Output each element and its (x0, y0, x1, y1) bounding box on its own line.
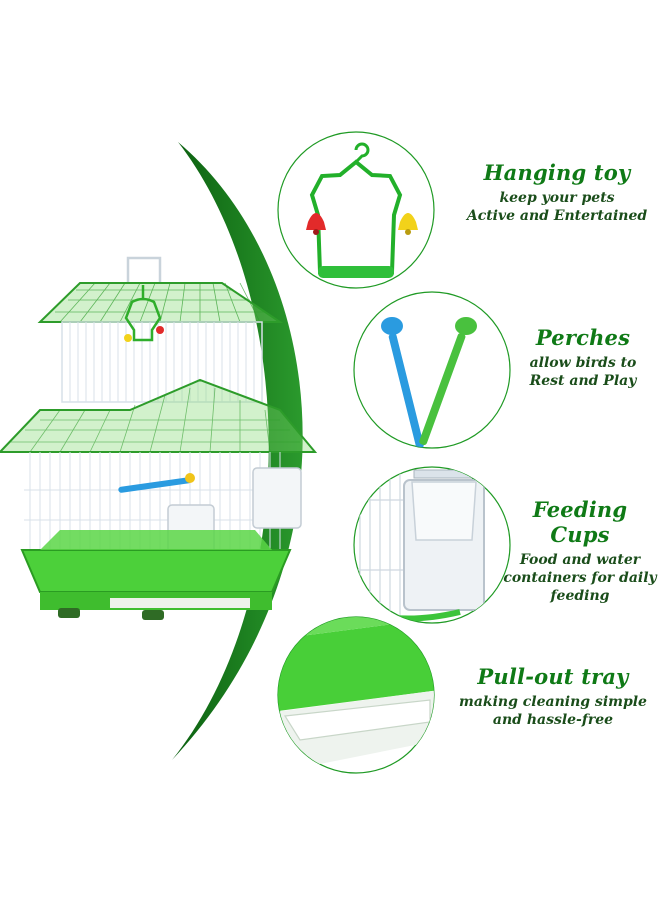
feature-title: Hanging toy (483, 160, 631, 185)
feature-description-line: and hassle-free (492, 712, 614, 728)
feeding-cups-closeup (353, 466, 511, 624)
feature-description: allow birds to Rest and Play (508, 354, 658, 390)
feature-description-line: allow birds to (529, 355, 637, 371)
feature-description: Food and water containers for daily feed… (500, 551, 660, 605)
feature-title: Feeding Cups (532, 497, 628, 547)
feature-feeding-cups: Feeding Cups Food and water containers f… (500, 497, 660, 605)
feature-description: making cleaning simple and hassle-free (448, 693, 658, 729)
feature-description-line: keep your pets (499, 190, 615, 206)
feature-description-line: feeding (550, 588, 610, 604)
bird-cage (0, 256, 318, 620)
feature-description-line: Food and water (519, 552, 641, 568)
feature-description: keep your pets Active and Entertained (452, 189, 660, 225)
perches-closeup (353, 291, 511, 449)
feature-pull-out-tray: Pull-out tray making cleaning simple and… (448, 664, 658, 729)
feature-description-line: Active and Entertained (466, 208, 648, 224)
feature-title: Pull-out tray (477, 664, 629, 689)
feature-description-line: Rest and Play (529, 373, 637, 389)
feature-description-line: containers for daily (503, 570, 657, 586)
pull-out-tray-closeup (277, 616, 435, 774)
feature-hanging-toy: Hanging toy keep your pets Active and En… (452, 160, 660, 225)
feature-perches: Perches allow birds to Rest and Play (508, 325, 658, 390)
hanging-toy-closeup (277, 131, 435, 289)
feature-description-line: making cleaning simple (459, 694, 647, 710)
feature-title: Perches (535, 325, 631, 350)
